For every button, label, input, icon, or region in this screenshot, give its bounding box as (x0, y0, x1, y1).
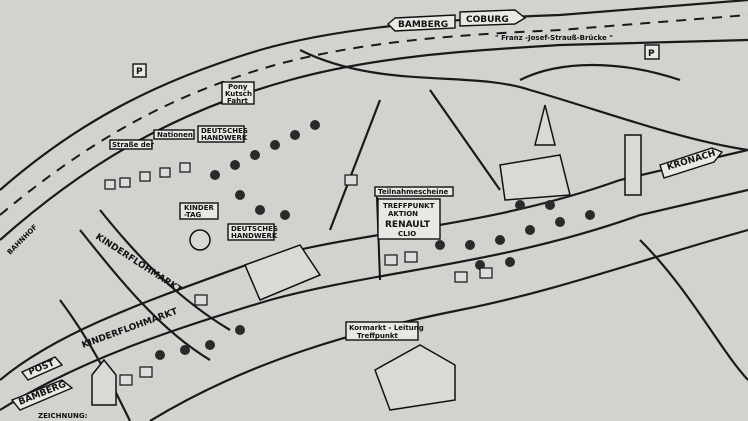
svg-text:P: P (648, 49, 655, 59)
svg-text:Kutsch: Kutsch (225, 90, 252, 98)
parking-sign-right: P (644, 44, 660, 60)
sign-deutsches-handwerk-1: DEUTSCHES HANDWERK (197, 125, 248, 143)
svg-text:Treffpunkt: Treffpunkt (357, 332, 399, 340)
svg-text:DEUTSCHES: DEUTSCHES (231, 225, 278, 233)
svg-text:Nationen: Nationen (157, 131, 193, 139)
svg-text:Pony: Pony (228, 83, 248, 91)
svg-text:COBURG: COBURG (466, 15, 509, 25)
svg-text:KINDER: KINDER (184, 204, 214, 212)
svg-text:-TAG: -TAG (184, 211, 202, 219)
svg-text:CLIO: CLIO (398, 230, 416, 238)
svg-text:Teilnahmescheine: Teilnahmescheine (378, 188, 449, 196)
sign-pony-kutschfahrt: Pony Kutsch Fahrt (221, 81, 255, 105)
market-stalls (104, 120, 595, 386)
svg-text:HANDWERK: HANDWERK (231, 232, 278, 240)
sign-kinder-tag: KINDER -TAG (179, 202, 219, 220)
svg-text:Kormarkt - Leitung: Kormarkt - Leitung (349, 324, 424, 332)
svg-text:Fahrt: Fahrt (227, 97, 249, 105)
svg-text:P: P (136, 67, 143, 77)
svg-text:DEUTSCHES: DEUTSCHES (201, 127, 248, 135)
sign-coburg: COBURG (459, 9, 527, 27)
sign-deutsches-handwerk-2: DEUTSCHES HANDWERK (227, 223, 278, 241)
sign-teilnahmescheine: Teilnahmescheine (374, 186, 454, 197)
svg-text:HANDWERK: HANDWERK (201, 134, 248, 142)
parking-sign-left: P (132, 63, 147, 78)
buildings (91, 104, 642, 411)
svg-text:RENAULT: RENAULT (385, 220, 431, 230)
sign-treffpunkt-renault-clio: TREFFPUNKT AKTION RENAULT CLIO (376, 196, 441, 281)
credit-label: ZEICHNUNG: (38, 412, 88, 420)
sign-bamberg-top: BAMBERG (386, 14, 456, 32)
svg-text:Straße der: Straße der (112, 141, 155, 149)
sign-kormarkt-leitung: Kormarkt - Leitung Treffpunkt (345, 321, 424, 341)
svg-text:BAMBERG: BAMBERG (398, 20, 448, 30)
sign-strasse-der-nationen: Straße der Nationen (109, 129, 195, 150)
bridge-label: " Franz -Josef-Strauß-Brücke " (495, 34, 613, 42)
svg-text:AKTION: AKTION (388, 210, 418, 218)
svg-text:TREFFPUNKT: TREFFPUNKT (383, 202, 435, 210)
